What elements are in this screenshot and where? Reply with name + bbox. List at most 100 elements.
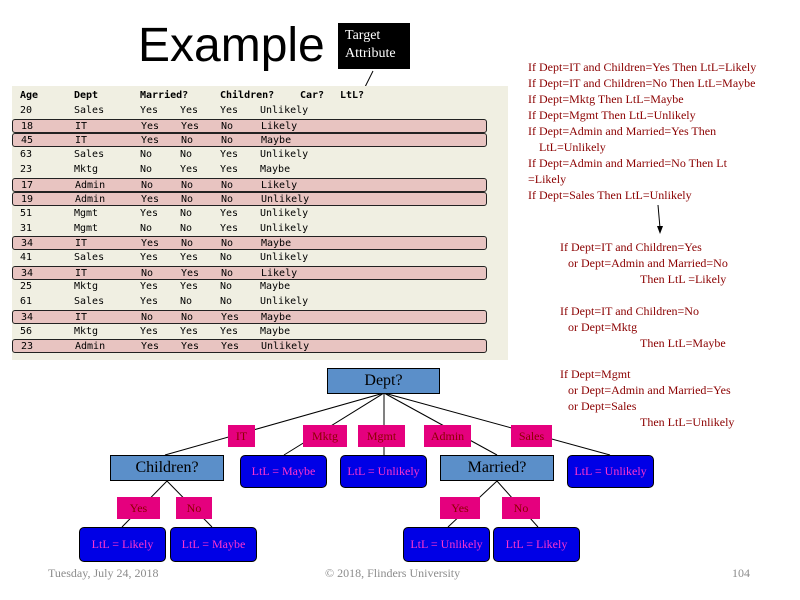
cell-car: Yes xyxy=(220,149,239,161)
cell-married: No xyxy=(140,149,153,161)
cell-car: Yes xyxy=(220,222,239,234)
combined-rule-likely: If Dept=IT and Children=Yes or Dept=Admi… xyxy=(560,239,728,287)
cell-dept: Sales xyxy=(74,296,105,308)
combined-rule-unlikely: If Dept=Mgmt or Dept=Admin and Married=Y… xyxy=(560,366,734,430)
edge-label-it: IT xyxy=(228,425,255,447)
cell-age: 17 xyxy=(21,179,34,191)
cell-age: 25 xyxy=(20,281,33,293)
cell-dept: Admin xyxy=(75,341,106,353)
cell-car: No xyxy=(221,267,234,279)
cell-age: 31 xyxy=(20,222,33,234)
edge-label-married-yes: Yes xyxy=(440,497,480,519)
combined-rule-line: or Dept=Admin and Married=No xyxy=(568,256,728,270)
rule-line: If Dept=Mktg Then LtL=Maybe xyxy=(528,92,684,106)
cell-children: Yes xyxy=(180,105,199,116)
rule-line: =Likely xyxy=(528,172,567,186)
cell-age: 20 xyxy=(20,105,33,116)
cell-car: No xyxy=(220,281,233,293)
rule-line: LtL=Unlikely xyxy=(539,140,606,154)
cell-married: Yes xyxy=(141,238,160,250)
cell-children: No xyxy=(181,311,194,323)
cell-age: 18 xyxy=(21,120,34,132)
edge-label-sales: Sales xyxy=(511,425,552,447)
cell-married: Yes xyxy=(141,120,160,132)
cell-ltl: Maybe xyxy=(261,135,292,147)
rule-line: If Dept=Admin and Married=No Then Lt xyxy=(528,156,727,170)
cell-dept: IT xyxy=(75,238,88,250)
footer-date: Tuesday, July 24, 2018 xyxy=(48,566,159,580)
arrow-rules xyxy=(657,204,663,234)
slide-title: Example xyxy=(138,19,325,72)
combined-rule-line: Then LtL =Likely xyxy=(640,272,727,286)
cell-married: Yes xyxy=(140,325,159,337)
cell-children: Yes xyxy=(181,120,200,132)
target-attribute-callout: Target Attribute xyxy=(338,23,410,69)
header-dept: Dept xyxy=(74,90,99,101)
cell-car: No xyxy=(220,252,233,263)
cell-age: 34 xyxy=(21,267,34,279)
cell-ltl: Unlikely xyxy=(261,341,310,353)
cell-ltl: Unlikely xyxy=(261,194,310,206)
cell-children: No xyxy=(180,149,193,161)
edge-label-children-no: No xyxy=(176,497,212,519)
cell-children: No xyxy=(181,179,194,191)
cell-dept: Mgmt xyxy=(74,222,99,234)
cell-married: Yes xyxy=(140,207,159,219)
combined-rule-maybe: If Dept=IT and Children=No or Dept=Mktg … xyxy=(560,303,726,351)
cell-age: 51 xyxy=(20,207,33,219)
cell-car: Yes xyxy=(221,311,240,323)
cell-car: Yes xyxy=(220,105,239,116)
combined-rule-line: If Dept=IT and Children=No xyxy=(560,304,699,318)
combined-rule-line: or Dept=Mktg xyxy=(568,320,638,334)
data-table: Age Dept Married? Children? Car? LtL? 20… xyxy=(12,86,508,360)
rules-list: If Dept=IT and Children=Yes Then LtL=Lik… xyxy=(528,59,798,203)
cell-married: No xyxy=(140,222,153,234)
cell-ltl: Maybe xyxy=(261,311,292,323)
combined-rule-line: Then LtL=Maybe xyxy=(640,336,726,350)
cell-dept: IT xyxy=(75,267,88,279)
cell-ltl: Maybe xyxy=(260,163,291,175)
header-married: Married? xyxy=(140,90,189,101)
edge-label-mgmt: Mgmt xyxy=(358,425,405,447)
target-label-line1: Target xyxy=(345,28,381,43)
cell-dept: Mktg xyxy=(74,325,99,337)
cell-married: Yes xyxy=(141,194,160,206)
rule-line: If Dept=IT and Children=Yes Then LtL=Lik… xyxy=(528,60,757,74)
cell-ltl: Likely xyxy=(261,120,298,132)
cell-dept: IT xyxy=(75,135,88,147)
cell-dept: Admin xyxy=(75,194,106,206)
header-ltl: LtL? xyxy=(340,90,365,101)
cell-children: No xyxy=(180,296,193,308)
cell-age: 23 xyxy=(20,163,33,175)
cell-married: Yes xyxy=(140,105,159,116)
cell-age: 34 xyxy=(21,311,34,323)
cell-car: Yes xyxy=(221,341,240,353)
cell-ltl: Unlikely xyxy=(260,296,309,308)
cell-ltl: Unlikely xyxy=(260,105,309,116)
header-children: Children? xyxy=(220,90,275,101)
rule-line: If Dept=Sales Then LtL=Unlikely xyxy=(528,188,692,202)
cell-married: No xyxy=(140,163,153,175)
cell-age: 56 xyxy=(20,325,33,337)
cell-children: No xyxy=(180,207,193,219)
cell-married: No xyxy=(141,267,154,279)
cell-age: 23 xyxy=(21,341,34,353)
cell-children: No xyxy=(181,238,194,250)
cell-car: Yes xyxy=(220,163,239,175)
cell-married: Yes xyxy=(141,341,160,353)
footer-page-number: 104 xyxy=(732,566,750,580)
cell-dept: Sales xyxy=(74,252,105,263)
cell-married: No xyxy=(141,179,154,191)
edge-label-children-yes: Yes xyxy=(117,497,160,519)
leaf-sales: LtL = Unlikely xyxy=(567,455,654,488)
cell-ltl: Unlikely xyxy=(260,252,309,263)
leaf-married-no: LtL = Likely xyxy=(493,527,580,562)
cell-dept: IT xyxy=(75,311,88,323)
footer-copyright: © 2018, Flinders University xyxy=(325,566,461,580)
